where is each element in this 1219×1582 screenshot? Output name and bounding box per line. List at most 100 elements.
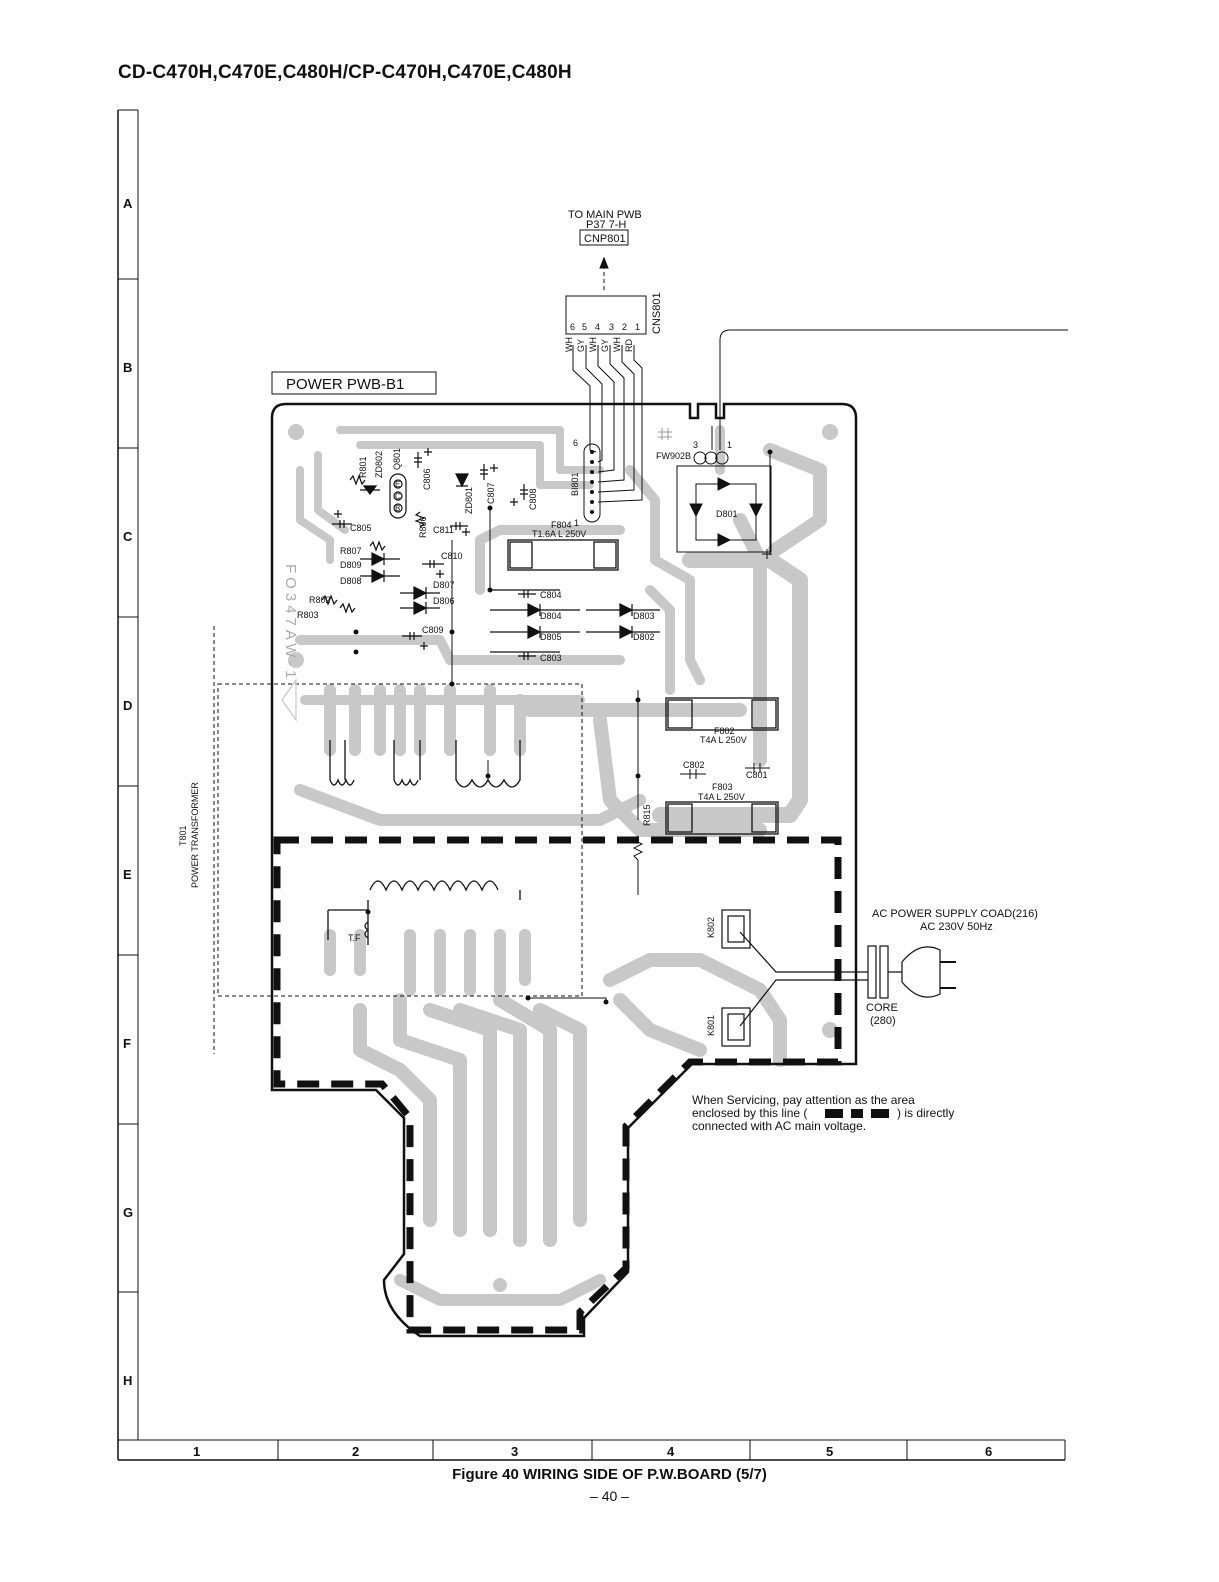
label-f804-pin: 1 [574,518,579,528]
pin-2: 2 [622,322,627,332]
grid-col-5: 5 [826,1444,833,1459]
board-name-label: POWER PWB-B1 [286,376,404,393]
grid-col-6: 6 [985,1444,992,1459]
label-d809: D809 [340,560,362,570]
wire-3: WH [588,337,598,352]
fuse-f802 [665,697,779,731]
pin-4: 4 [595,322,600,332]
grid-col-2: 2 [352,1444,359,1459]
pin-3: 3 [609,322,614,332]
connector-cable [565,256,647,523]
label-c809: C809 [422,625,444,635]
label-f804: F804 [551,520,572,530]
label-bi801: BI801 [570,472,580,496]
label-f804-rating: T1.6A L 250V [532,529,586,539]
label-c802: C802 [683,760,705,770]
transformer-outline [213,626,583,1054]
label-fw-pin1: 1 [727,440,732,450]
pin-1: 1 [635,322,640,332]
note-line-3: connected with AC main voltage. [692,1119,866,1133]
label-cnp801: CNP801 [584,233,626,245]
figure-caption: Figure 40 WIRING SIDE OF P.W.BOARD (5/7) [452,1466,767,1483]
grid-row-d: D [123,698,132,713]
label-d805: D805 [540,632,562,642]
label-d807: D807 [433,580,455,590]
label-c807: C807 [486,482,496,504]
signal-wires [451,510,770,1002]
label-zd801: ZD801 [464,487,474,514]
terminal-k802 [721,909,751,949]
label-t801: T801 [178,825,188,846]
label-ac-rating: AC 230V 50Hz [920,921,993,933]
label-d806: D806 [433,596,455,606]
label-c805: C805 [350,523,372,533]
pin-5: 5 [582,322,587,332]
label-k801: K801 [706,1015,716,1036]
label-tf: T.F [348,933,361,943]
grid-col-1: 1 [193,1444,200,1459]
grid-frame [117,109,1066,1461]
component-labels: TO MAIN PWB P37 7-H CNP801 CNS801 6 5 4 … [178,209,1038,1133]
note-line-2a: enclosed by this line ( [692,1106,807,1120]
label-to-main-pwb: TO MAIN PWB [568,209,642,221]
label-f803-rating: T4A L 250V [698,792,745,802]
pin-6: 6 [570,322,575,332]
fw902b-connector [693,451,729,465]
d801-bridge [676,450,772,559]
label-c808: C808 [528,488,538,510]
ac-danger-boundary [273,836,842,1334]
note-line-1: When Servicing, pay attention as the are… [692,1093,915,1107]
wire-5: WH [612,337,622,352]
label-ref: P37 7-H [586,219,626,231]
cns801-connector [565,295,647,335]
label-core-ref: (280) [870,1015,896,1027]
grid-col-3: 3 [511,1444,518,1459]
label-r801: R801 [358,456,368,478]
label-f802: F802 [714,726,735,736]
label-d804: D804 [540,611,562,621]
grid-col-labels: 1 2 3 4 5 6 [193,1444,992,1459]
note-dash-sample [825,1109,889,1118]
ac-terminals [721,909,956,1047]
label-c811: C811 [433,525,454,535]
label-core: CORE [866,1002,898,1014]
fw902b-cable [711,329,1068,450]
label-d803: D803 [633,611,655,621]
wire-4: GY [600,339,610,352]
ferrite-core [867,945,877,999]
label-q801: Q801 [392,448,402,470]
label-r802: R802 [309,595,331,605]
label-t801-desc: POWER TRANSFORMER [190,782,200,888]
label-bi801-pin: 6 [573,438,578,448]
small-components [281,428,672,722]
label-r806: R806 [418,516,428,538]
terminal-k801 [721,1007,751,1047]
label-d801: D801 [716,509,738,519]
grid-row-g: G [123,1205,133,1220]
label-cns801: CNS801 [651,292,663,334]
label-r807: R807 [340,546,362,556]
label-r815: R815 [642,804,652,826]
header-pins [590,450,594,514]
wire-6: RD [624,339,634,352]
grid-col-4: 4 [667,1444,675,1459]
grid-row-h: H [123,1373,132,1388]
ac-plug [901,946,941,998]
label-zd802: ZD802 [374,451,384,478]
wire-2: GY [576,339,586,352]
label-q-e: E [395,480,400,489]
label-ac-title: AC POWER SUPPLY COAD(216) [872,908,1038,920]
grid-row-a: A [123,196,133,211]
label-d802: D802 [633,632,655,642]
label-c806: C806 [422,468,432,490]
grid-row-b: B [123,360,132,375]
wire-1: WH [564,337,574,352]
label-d808: D808 [340,576,362,586]
board-outline [270,402,858,1338]
grid-row-f: F [123,1036,131,1051]
grid-row-c: C [123,529,133,544]
label-q-c: C [395,492,401,501]
bi801-header [583,443,601,523]
page-title: CD-C470H,C470E,C480H/CP-C470H,C470E,C480… [118,62,572,83]
